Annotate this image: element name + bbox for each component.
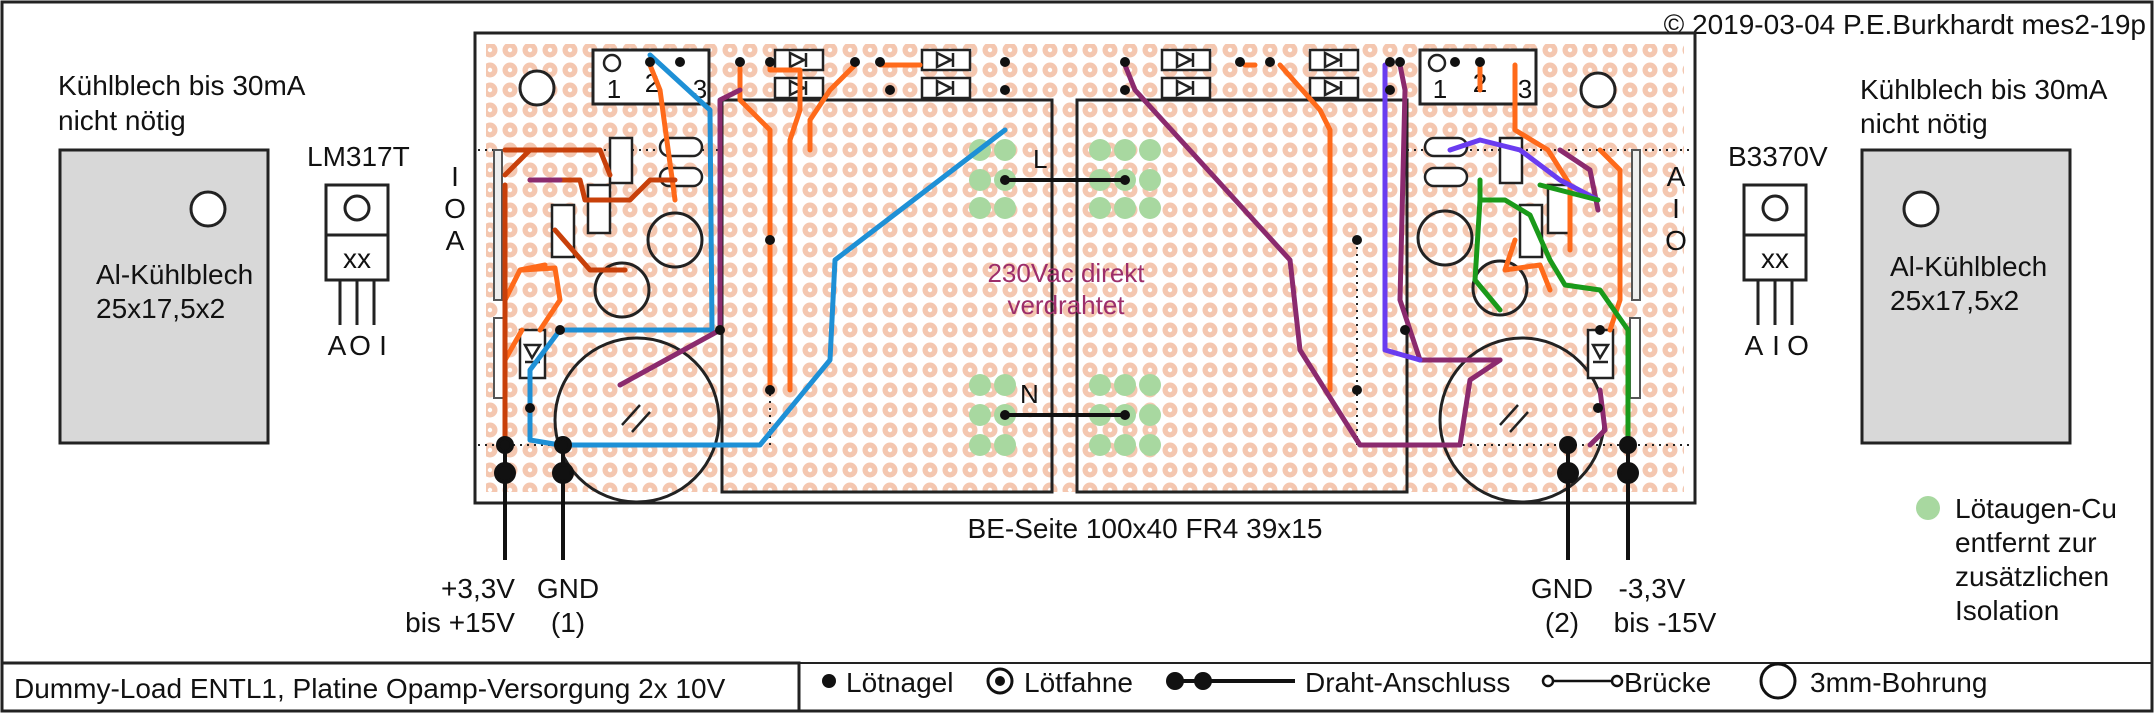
terminal-right-pin-1: 1 (1433, 74, 1447, 104)
copyright: © 2019-03-04 P.E.Burkhardt mes2-19p (1664, 9, 2146, 40)
left-wire-a-line2: bis +15V (405, 607, 515, 638)
left-side-pin-2: O (444, 193, 466, 224)
right-regulator-package (1742, 183, 1808, 325)
right-side-pin-3: O (1665, 225, 1687, 256)
cap-large-left (553, 336, 721, 504)
right-pin-2: I (1772, 330, 1780, 361)
traces-violet (1382, 62, 1601, 363)
left-wire-b-line2: (1) (551, 607, 585, 638)
left-heatsink-note-line2: nicht nötig (58, 105, 186, 136)
bohrung-icon (1759, 662, 1797, 700)
right-heatsink-note-line1: Kühlblech bis 30mA (1860, 74, 2108, 105)
cap-symbol-left (621, 404, 651, 433)
left-pin-2: O (349, 330, 371, 361)
right-regulator-name: B3370V (1728, 141, 1828, 172)
left-side-pin-3: A (446, 225, 465, 256)
legend-bohrung: 3mm-Bohrung (1810, 667, 1987, 698)
loetnagel-icon (822, 674, 836, 688)
right-heatsink-label2: 25x17,5x2 (1890, 285, 2019, 316)
bus-live-label: L (1033, 144, 1047, 174)
bruecke-icon (1541, 674, 1624, 688)
left-heatsink-label2: 25x17,5x2 (96, 293, 225, 324)
note-removed-line4: Isolation (1955, 595, 2059, 626)
legend-loetnagel: Lötnagel (846, 667, 953, 698)
bus-neutral (1000, 410, 1130, 420)
loetfahne-icon (986, 667, 1014, 695)
diodes-top (773, 48, 1360, 100)
right-heatsink (1860, 148, 2072, 445)
terminal-left-pin-1: 1 (607, 74, 621, 104)
wire-right-b (1617, 436, 1639, 560)
cap-symbol-right (1499, 404, 1529, 433)
right-wire-a-line1: GND (1531, 573, 1593, 604)
left-heatsink-label1: Al-Kühlblech (96, 259, 253, 290)
diode-marks (788, 50, 1343, 98)
right-side-pin-2: I (1672, 193, 1680, 224)
right-heatsink-hole (1902, 190, 1940, 228)
left-regulator-package (324, 183, 390, 325)
bus-live (1000, 175, 1130, 185)
left-package-text: xx (343, 243, 371, 274)
left-wire-b-line1: GND (537, 573, 599, 604)
cap-small-left-2 (593, 261, 651, 319)
removed-pad-legend-swatch (1916, 496, 1940, 520)
board-hole-right (1579, 71, 1617, 109)
traces-green (1472, 177, 1631, 448)
traces-dark-orange (502, 147, 678, 448)
pad-grid (486, 44, 1684, 492)
right-package-text: xx (1761, 243, 1789, 274)
right-wire-b-line2: bis -15V (1614, 607, 1717, 638)
legend-bruecke: Brücke (1624, 667, 1711, 698)
left-pin-1: A (328, 330, 347, 361)
terminal-right-screw-icon (1427, 53, 1447, 73)
center-block-right (1075, 98, 1409, 494)
title-box (0, 661, 801, 713)
right-pin-3: O (1787, 330, 1809, 361)
left-regulator-name: LM317T (307, 141, 410, 172)
edge-bars (493, 149, 1641, 399)
legend-loetfahne: Lötfahne (1024, 667, 1133, 698)
left-pin-3: I (379, 330, 387, 361)
traces-orange (502, 59, 1623, 448)
wire-right-a (1557, 436, 1579, 560)
right-heatsink-label1: Al-Kühlblech (1890, 251, 2047, 282)
cap-small-left-1 (646, 211, 704, 269)
board-label: BE-Seite 100x40 FR4 39x15 (968, 513, 1323, 544)
cap-small-right-1 (1416, 209, 1474, 267)
title-text: Dummy-Load ENTL1, Platine Opamp-Versorgu… (14, 673, 726, 704)
terminal-right-pin-3: 3 (1518, 74, 1532, 104)
note-removed-line1: Lötaugen-Cu (1955, 493, 2117, 524)
legend-draht: Draht-Anschluss (1305, 667, 1510, 698)
draht-anschluss-icon (1166, 672, 1295, 690)
edge-diodes (518, 328, 1615, 380)
right-wire-b-line1: -3,3V (1619, 573, 1686, 604)
note-removed-line3: zusätzlichen (1955, 561, 2109, 592)
bus-neutral-label: N (1020, 379, 1039, 409)
right-side-pin-1: A (1667, 161, 1686, 192)
center-note-line1: 230Vac direkt (987, 258, 1145, 288)
center-note-line2: verdrahtet (1007, 290, 1125, 320)
right-pin-1: A (1745, 330, 1764, 361)
board-hole-left (518, 69, 556, 107)
solder-pins (525, 57, 1605, 413)
right-wire-a-line2: (2) (1545, 607, 1579, 638)
cap-small-right-2 (1471, 259, 1529, 317)
left-side-pin-1: I (451, 161, 459, 192)
left-heatsink-note-line1: Kühlblech bis 30mA (58, 70, 306, 101)
left-heatsink-hole (189, 190, 227, 228)
left-wire-a-line1: +3,3V (441, 573, 515, 604)
wire-left-a (494, 436, 516, 560)
terminal-left-screw-icon (602, 53, 622, 73)
note-removed-line2: entfernt zur (1955, 527, 2097, 558)
left-heatsink (58, 148, 270, 445)
removed-pads-bottom (969, 374, 1161, 456)
right-heatsink-note-line2: nicht nötig (1860, 108, 1988, 139)
wire-left-b (552, 436, 574, 560)
traces-blue (527, 52, 1008, 448)
